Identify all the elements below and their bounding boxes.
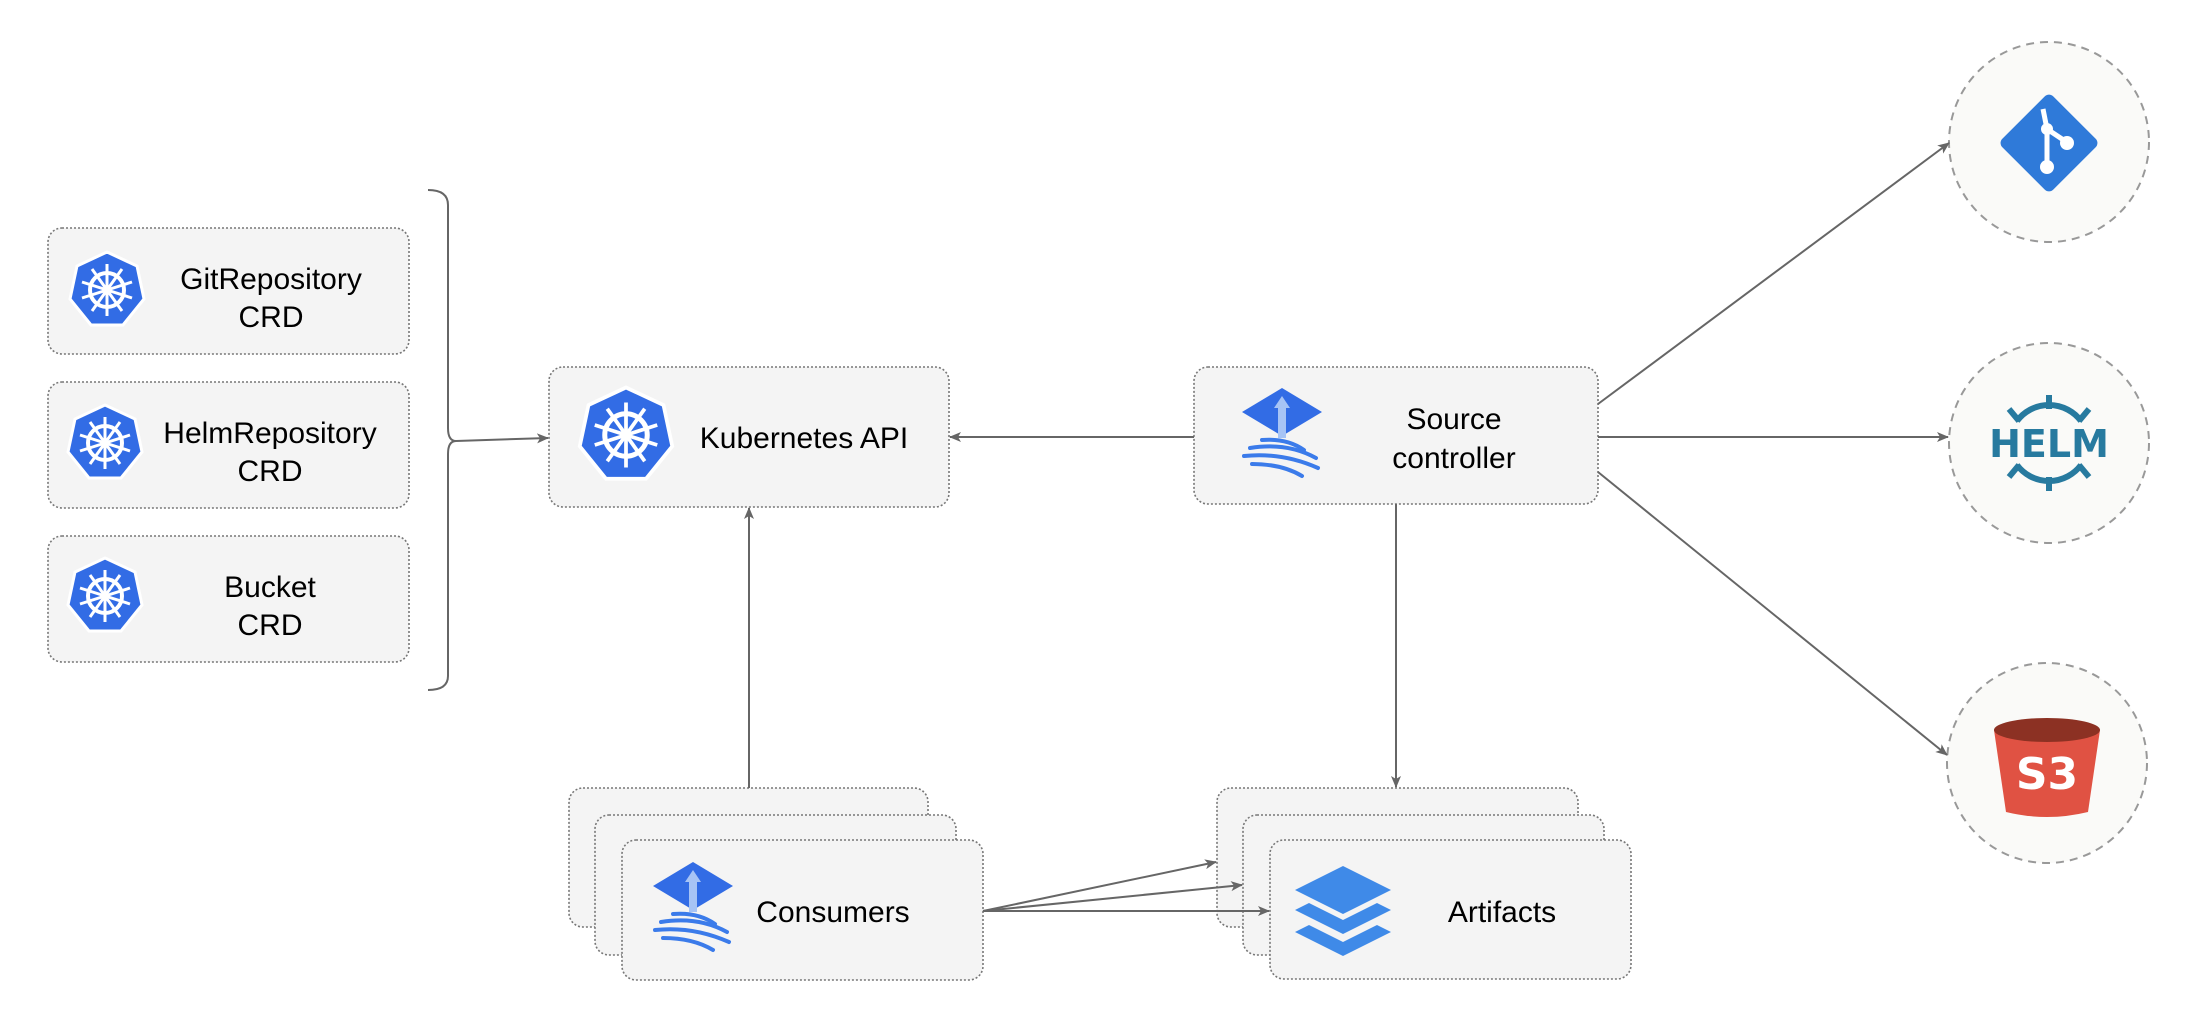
helm-source-node[interactable]: HELM (1948, 342, 2150, 544)
edge-consumers-to-artifacts-1 (982, 859, 1217, 912)
edge-source-controller-to-git (1597, 142, 1950, 405)
git-repository-crd-sublabel: CRD (239, 301, 304, 334)
consumers-label: Consumers (756, 896, 909, 929)
kubernetes-api-label: Kubernetes API (700, 422, 908, 455)
bucket-crd-label: Bucket (224, 571, 316, 604)
artifacts-label: Artifacts (1448, 896, 1556, 929)
helm-repository-crd-label: HelmRepository (163, 417, 376, 450)
git-repository-crd-label: GitRepository (180, 263, 362, 296)
kubernetes-icon (66, 403, 144, 480)
helm-repository-crd-node[interactable]: HelmRepository CRD (47, 381, 410, 509)
bucket-crd-sublabel: CRD (238, 609, 303, 642)
git-icon (2000, 94, 2098, 192)
kubernetes-api-node[interactable]: Kubernetes API (548, 366, 950, 508)
kubernetes-icon (68, 250, 146, 327)
s3-source-node[interactable]: S3 (1946, 662, 2148, 864)
bucket-crd-node[interactable]: Bucket CRD (47, 535, 410, 663)
s3-bucket-icon (1994, 718, 2100, 817)
s3-logo-text: S3 (2016, 749, 2078, 800)
kubernetes-icon (66, 556, 144, 633)
consumers-node[interactable]: Consumers (568, 787, 984, 981)
kubernetes-icon (580, 388, 673, 479)
helm-logo-text: HELM (1989, 422, 2109, 466)
crd-group-brace (427, 189, 457, 691)
git-source-node[interactable] (1948, 41, 2150, 243)
helm-repository-crd-sublabel: CRD (238, 455, 303, 488)
git-repository-crd-node[interactable]: GitRepository CRD (47, 227, 410, 355)
artifacts-node[interactable]: Artifacts (1216, 787, 1632, 980)
edge-source-controller-to-s3 (1597, 471, 1948, 756)
edge-crds-to-kubernetes-api (455, 433, 549, 444)
edge-consumers-to-artifacts-2 (982, 881, 1243, 912)
source-controller-node[interactable]: Source controller (1193, 366, 1599, 505)
source-controller-label: Source (1406, 403, 1501, 436)
source-controller-sublabel: controller (1392, 442, 1515, 475)
helm-icon (2006, 395, 2092, 491)
